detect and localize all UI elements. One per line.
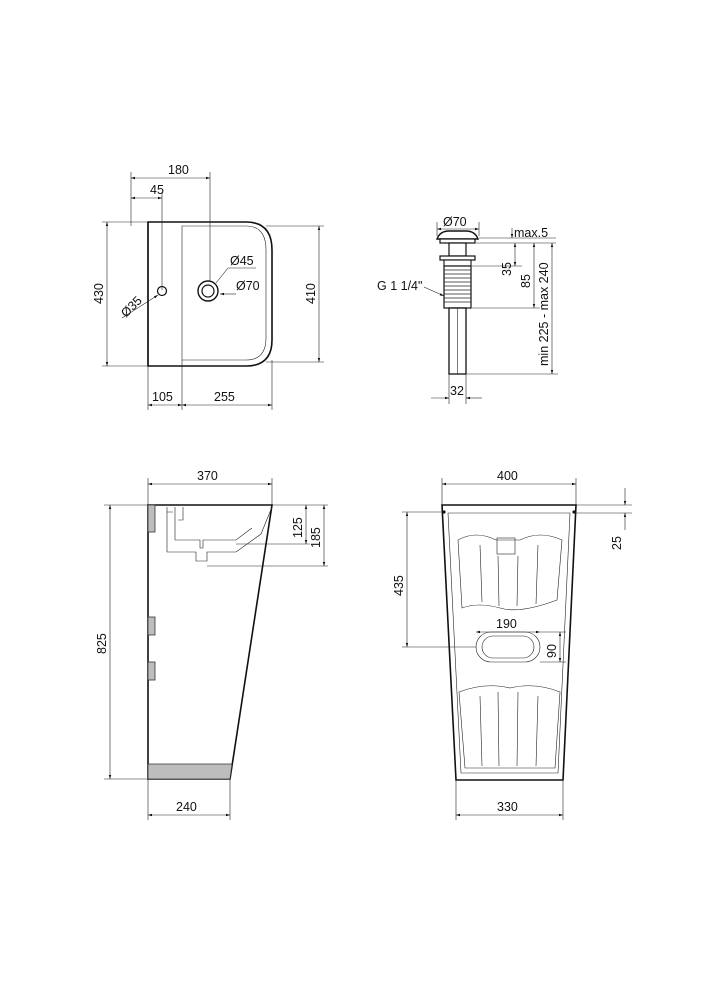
pedestal-front-outline: [441, 504, 577, 781]
dim-45: 45: [150, 183, 164, 197]
drain-hole-inner: [201, 284, 215, 298]
drain-dim-32: 32: [450, 384, 464, 398]
pedestal-side-outline: [147, 504, 273, 780]
side-dim-825: 825: [95, 633, 109, 654]
front-dim-330: 330: [497, 800, 518, 814]
label-hole-70: Ø70: [236, 279, 260, 293]
basin-bowl-top: [181, 225, 267, 361]
dim-430: 430: [92, 283, 106, 304]
front-inner-outline: [447, 512, 571, 774]
front-upper-bowl: [457, 534, 563, 611]
drain-dim-range: min 225 - max 240: [537, 262, 551, 366]
drain-dim-85: 85: [519, 274, 533, 288]
side-dim-240: 240: [176, 800, 197, 814]
drain-dim-70: Ø70: [443, 215, 467, 229]
front-dim-25: 25: [610, 536, 624, 550]
front-dim-435: 435: [392, 575, 406, 596]
drain-dim-35: 35: [500, 262, 514, 276]
front-drain-slot: [475, 631, 541, 663]
dim-180: 180: [168, 163, 189, 177]
dim-105: 105: [152, 390, 173, 404]
front-dim-400: 400: [497, 469, 518, 483]
side-dim-370: 370: [197, 469, 218, 483]
front-lower-bowl: [458, 685, 561, 769]
front-dim-190: 190: [496, 617, 517, 631]
drain-thread-label: G 1 1/4": [377, 279, 422, 293]
side-bowl-section: [166, 506, 273, 562]
front-view: 400 25 435 190 90 330: [392, 469, 632, 820]
top-view: 180 45 430 410 105 255 Ø45 Ø70 Ø35: [92, 163, 324, 410]
drain-dim-max5: max.5: [514, 226, 548, 240]
drain-thread: [443, 265, 472, 309]
side-dim-125: 125: [291, 517, 305, 538]
side-dim-185: 185: [309, 527, 323, 548]
drain-hole-outer: [197, 280, 219, 302]
dim-255: 255: [214, 390, 235, 404]
dim-410: 410: [304, 283, 318, 304]
basin-outline-top: [147, 221, 273, 367]
label-hole-45: Ø45: [230, 254, 254, 268]
front-dim-90: 90: [545, 644, 559, 658]
drain-view: Ø70 max.5 35 85 min 225 - max 240 G 1 1/…: [377, 215, 558, 404]
side-view: 370 125 185 825 240: [95, 469, 328, 820]
label-hole-35: Ø35: [118, 293, 145, 320]
side-base-plate: [147, 763, 233, 780]
drain-cap: [435, 230, 480, 240]
